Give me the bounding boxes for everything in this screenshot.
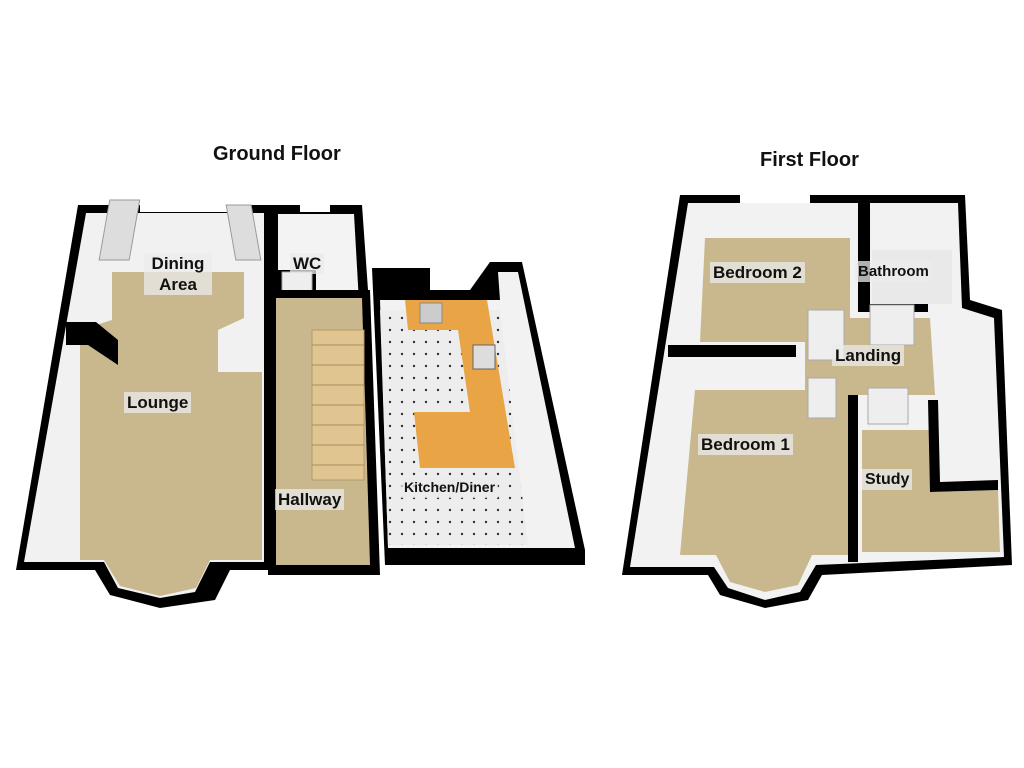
staircase <box>311 329 365 481</box>
landing-door-4 <box>867 387 909 425</box>
kitchen-hob <box>472 344 496 370</box>
room-label-lounge: Lounge <box>124 392 192 413</box>
bathroom-walls <box>858 200 870 310</box>
room-label-dining-area: Dining Area <box>144 253 212 295</box>
bedroom-divider-wall <box>668 345 796 357</box>
lounge-partition <box>66 322 118 365</box>
room-label-landing: Landing <box>832 345 905 366</box>
first-floor-plan <box>622 195 1012 608</box>
room-label-bedroom-1: Bedroom 1 <box>698 434 793 455</box>
room-label-wc: WC <box>290 253 325 274</box>
lounge-floor <box>80 272 262 596</box>
landing-door-2 <box>869 304 915 346</box>
ground-floor-title: Ground Floor <box>213 143 341 165</box>
room-label-study: Study <box>862 469 913 490</box>
study-cupboard-wall <box>928 400 998 492</box>
landing-door-3 <box>807 377 837 419</box>
kitchen-worktop <box>405 300 515 468</box>
kitchen-sink <box>419 302 443 324</box>
dining-door-2 <box>225 204 262 261</box>
bedroom1-right-wall <box>848 392 858 562</box>
room-label-kitchen-diner: Kitchen/Diner <box>401 477 499 498</box>
dining-door <box>98 199 141 261</box>
first-floor-title: First Floor <box>760 149 859 171</box>
room-label-bathroom: Bathroom <box>855 261 932 282</box>
room-label-hallway: Hallway <box>275 489 345 510</box>
room-label-bedroom-2: Bedroom 2 <box>710 262 805 283</box>
